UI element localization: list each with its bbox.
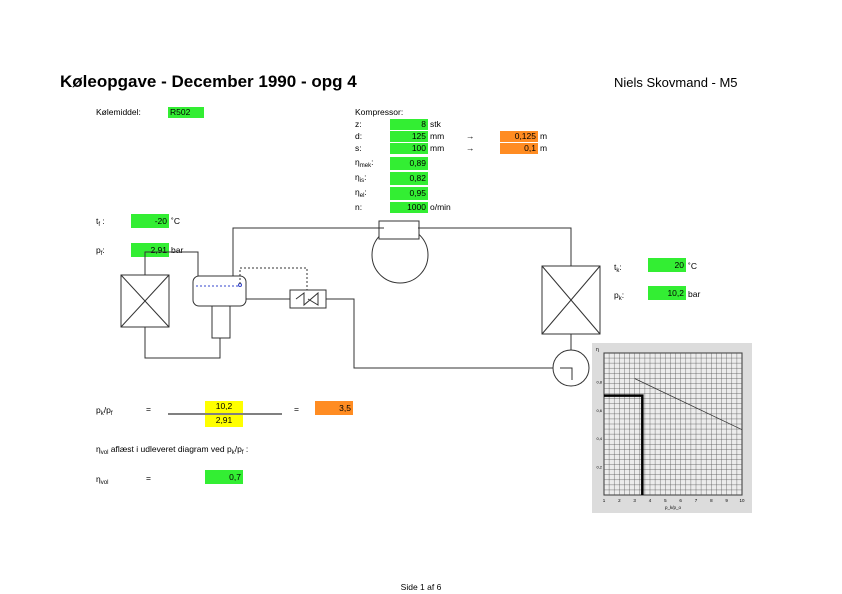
pk-unit: bar [688,289,701,299]
page-title: Køleopgave - December 1990 - opg 4 [60,72,357,91]
equals-sign: = [146,473,151,483]
chart-x-label: p_k/p_o [665,505,682,510]
chart-x-tick: 7 [695,498,698,503]
author-label: Niels Skovmand - M5 [614,75,738,90]
tf-unit: ˚C [171,216,180,226]
eta-el-label: ηel: [355,187,367,199]
compressor-n-label: n: [355,202,363,212]
ratio-numerator[interactable]: 10,2 [205,401,243,413]
chart-x-tick: 1 [603,498,606,503]
compressor-s-converted: 0,1 [500,143,538,154]
tf-value[interactable]: -20 [131,214,169,228]
ratio-denominator[interactable]: 2,91 [205,415,243,427]
chart-x-tick: 5 [664,498,667,503]
evaporator-icon [120,274,170,328]
chart-y-tick: 0,2 [596,465,602,470]
eta-is-label: ηis: [355,172,367,184]
tk-value[interactable]: 20 [648,258,686,272]
ratio-label: pk/pf [96,405,113,417]
arrow-icon: → [466,131,475,141]
condenser-icon [541,265,601,335]
eta-is-value[interactable]: 0,82 [390,172,428,185]
compressor-icon [371,220,429,284]
chart-x-tick: 8 [710,498,713,503]
refrigerant-label: Kølemiddel: [96,107,141,117]
chart-x-tick: 4 [649,498,652,503]
separator-icon [192,275,247,339]
compressor-z-value[interactable]: 8 [390,119,428,130]
compressor-d-value[interactable]: 125 [390,131,428,142]
refrigerant-value[interactable]: R502 [168,107,204,118]
expansion-valve-icon [289,289,327,309]
compressor-d-unit: mm [430,131,445,141]
compressor-d-label: d: [355,131,363,141]
equals-sign: = [146,404,151,414]
pf-unit: bar [171,245,184,255]
eta-mek-value[interactable]: 0,89 [390,157,428,170]
chart-y-tick: 0,6 [596,408,602,413]
pf-value[interactable]: 2,91 [131,243,169,257]
arrow-icon: → [466,143,475,153]
tk-unit: ˚C [688,261,697,271]
chart-y-label: η [596,347,599,353]
compressor-s-conv-unit: m [540,143,548,153]
chart-reading-line [604,394,644,495]
pk-label: pk: [614,290,625,302]
compressor-s-label: s: [355,143,362,153]
chart-x-tick: 3 [633,498,636,503]
compressor-s-unit: mm [430,143,445,153]
compressor-z-unit: stk [430,119,441,129]
eta-vol-value[interactable]: 0,7 [205,470,243,484]
tf-label: tf : [96,216,105,228]
compressor-s-value[interactable]: 100 [390,143,428,154]
eta-el-value[interactable]: 0,95 [390,187,428,200]
compressor-d-converted: 0,125 [500,131,538,142]
chart-svg: 1 2 3 4 5 6 7 8 9 10 0,2 0,4 0,6 0,8 η p_k/p_o [592,343,752,513]
ratio-result: 3,5 [315,401,353,415]
chart-y-tick: 0,8 [596,379,602,384]
compressor-d-conv-unit: m [540,131,548,141]
pf-label: pf: [96,245,105,257]
chart-y-tick: 0,4 [596,436,602,441]
eta-vol-note: ηvol aflæst i udleveret diagram ved pk/p… [96,444,249,456]
chart-x-tick: 10 [739,498,745,503]
eta-vol-diagram: 1 2 3 4 5 6 7 8 9 10 0,2 0,4 0,6 0,8 η p_k/p_o [592,343,752,513]
page-number: Side 1 af 6 [400,582,442,592]
compressor-n-unit: o/min [430,202,451,212]
eta-mek-label: ηmek: [355,157,374,169]
compressor-title: Kompressor: [355,107,404,117]
chart-x-tick: 9 [725,498,728,503]
equals-sign: = [294,404,299,414]
tk-label: tk: [614,262,622,274]
chart-series-line [634,378,743,431]
chart-x-tick: 2 [618,498,621,503]
pump-icon [552,349,590,387]
compressor-z-label: z: [355,119,362,129]
chart-x-tick: 6 [679,498,682,503]
pk-value[interactable]: 10,2 [648,286,686,300]
compressor-n-value[interactable]: 1000 [390,202,428,213]
eta-vol-label: ηvol [96,474,109,486]
